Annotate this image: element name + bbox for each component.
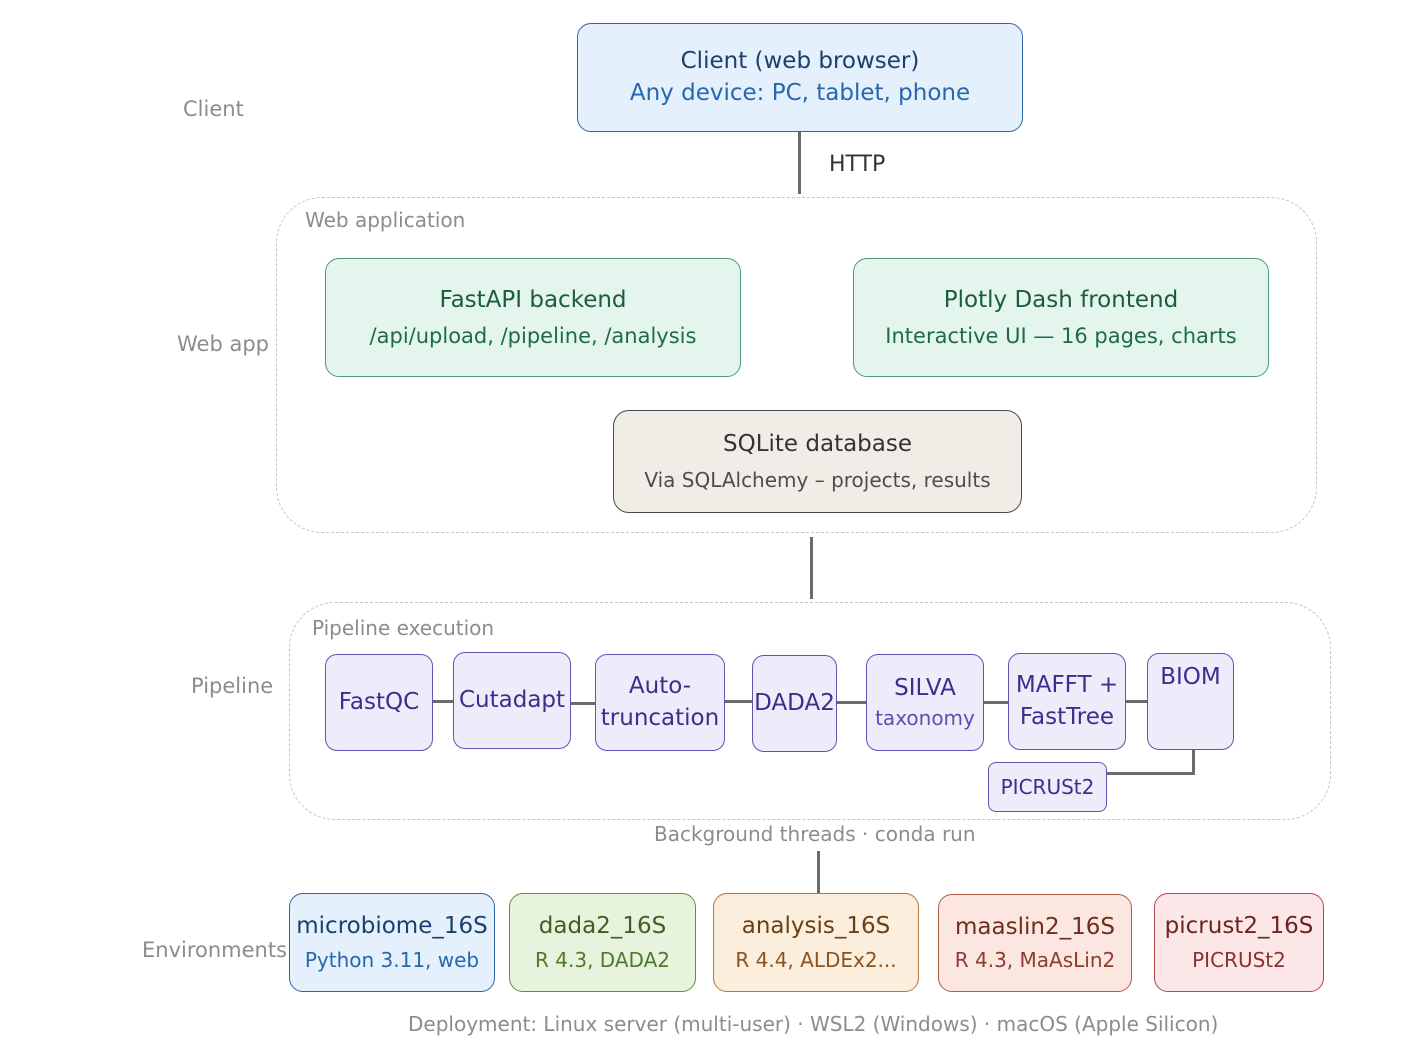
pipeline-step-fastqc: FastQC [325,654,433,751]
pipeline-connector [984,701,1008,704]
step-label-line2: FastTree [1019,703,1115,730]
client-box-subtitle: Any device: PC, tablet, phone [629,79,971,106]
pipeline-step-dada2: DADA2 [752,655,837,752]
pipeline-connector [571,702,595,705]
pipeline-execution-group [289,602,1331,820]
env-name: analysis_16S [741,913,891,940]
pipeline-step-biom: BIOM [1147,653,1234,750]
step-sublabel: taxonomy [875,705,975,730]
step-label: Auto- [628,673,692,700]
env-name: picrust2_16S [1164,913,1314,940]
layer-label-environments: Environments [142,938,288,962]
client-browser-box: Client (web browser) Any device: PC, tab… [577,23,1023,132]
plotly-dash-frontend-title: Plotly Dash frontend [943,286,1179,313]
web-application-group [276,197,1317,533]
env-microbiome-16s: microbiome_16S Python 3.11, web [289,893,495,992]
step-label: BIOM [1160,664,1221,690]
sqlite-database-title: SQLite database [722,431,913,458]
pipeline-connector [1126,700,1147,703]
layer-label-pipeline: Pipeline [191,674,274,698]
env-detail: R 4.4, ALDEx2... [735,947,897,972]
plotly-dash-frontend-desc: Interactive UI — 16 pages, charts [885,323,1237,348]
env-picrust2-16s: picrust2_16S PICRUSt2 [1154,893,1324,992]
web-application-group-title: Web application [305,208,466,232]
env-dada2-16s: dada2_16S R 4.3, DADA2 [509,893,696,992]
pipeline-step-picrust2: PICRUSt2 [988,762,1107,812]
pipeline-execution-group-title: Pipeline execution [312,616,495,640]
env-detail: PICRUSt2 [1192,947,1286,972]
layer-label-webapp: Web app [177,332,269,356]
env-name: maaslin2_16S [955,913,1115,940]
step-label: DADA2 [754,689,835,716]
step-label: PICRUSt2 [1000,774,1095,799]
fastapi-backend-routes: /api/upload, /pipeline, /analysis [369,323,697,348]
plotly-dash-frontend-box: Plotly Dash frontend Interactive UI — 16… [853,258,1269,377]
biom-picrust-connector [1192,750,1195,775]
biom-picrust-connector [1107,772,1195,775]
env-detail: Python 3.11, web [304,947,480,972]
layer-label-client: Client [183,97,244,121]
deployment-note: Deployment: Linux server (multi-user) · … [408,1012,1219,1036]
pipeline-connector [433,700,453,703]
env-detail: R 4.3, MaAsLin2 [954,948,1116,973]
step-label: MAFFT + [1015,672,1119,699]
env-name: microbiome_16S [296,913,488,940]
client-box-title: Client (web browser) [680,48,920,75]
env-analysis-16s: analysis_16S R 4.4, ALDEx2... [713,893,919,992]
pipeline-step-mafft-fasttree: MAFFT + FastTree [1008,653,1126,750]
pipeline-step-silva: SILVA taxonomy [866,654,984,751]
step-label: FastQC [338,688,420,715]
background-threads-note: Background threads · conda run [654,822,976,846]
fastapi-backend-box: FastAPI backend /api/upload, /pipeline, … [325,258,741,377]
env-maaslin2-16s: maaslin2_16S R 4.3, MaAsLin2 [938,894,1132,992]
fastapi-backend-title: FastAPI backend [439,286,627,313]
webapp-pipeline-connector [810,537,813,599]
step-label: SILVA [894,675,956,702]
sqlite-database-desc: Via SQLAlchemy – projects, results [644,467,991,492]
env-detail: R 4.3, DADA2 [535,947,670,972]
http-label: HTTP [829,152,886,177]
step-label-line2: truncation [600,704,720,731]
http-connector-line [798,132,801,194]
env-name: dada2_16S [538,913,667,940]
pipeline-step-cutadapt: Cutadapt [453,652,571,749]
sqlite-database-box: SQLite database Via SQLAlchemy – project… [613,410,1022,513]
pipeline-step-autotruncation: Auto- truncation [595,654,725,751]
step-label: Cutadapt [458,686,566,713]
pipeline-connector [837,701,866,704]
pipeline-connector [725,700,752,703]
pipeline-env-connector [817,851,820,893]
